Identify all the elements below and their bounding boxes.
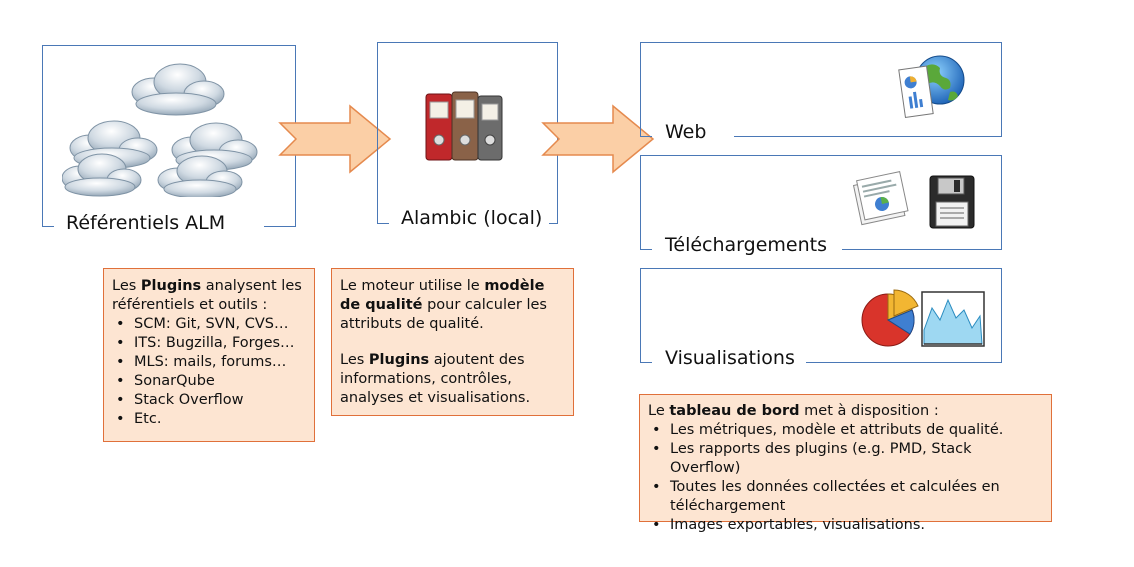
note-bold-text: Plugins (140, 278, 202, 294)
note-text: met à disposition : (799, 403, 939, 419)
list-item: ITS: Bugzilla, Forges… (112, 334, 306, 353)
box-border (42, 226, 54, 227)
list-item: SCM: Git, SVN, CVS… (112, 315, 306, 334)
pie-line-chart-icon (861, 289, 985, 347)
box-border (640, 136, 652, 137)
box-border (734, 136, 1002, 137)
engine-note: Le moteur utilise le modèle de qualité p… (331, 268, 574, 416)
note-text: ajoutent des informations, contrôles, an… (340, 352, 531, 406)
alm-label: Référentiels ALM (66, 212, 226, 234)
engine-note-p1: Le moteur utilise le modèle de qualité p… (340, 277, 565, 334)
dashboard-note-intro: Le tableau de bord met à disposition : (648, 402, 1043, 421)
box-border (264, 226, 296, 227)
note-text: Les (112, 278, 141, 294)
dashboard-list: Les métriques, modèle et attributs de qu… (648, 421, 1043, 535)
note-text: pour calculer les attributs de qualité. (340, 297, 547, 332)
plugins-list: SCM: Git, SVN, CVS… ITS: Bugzilla, Forge… (112, 315, 306, 429)
box-border (640, 155, 641, 250)
box-border (640, 362, 652, 363)
list-item: Etc. (112, 410, 306, 429)
list-item: Stack Overflow (112, 391, 306, 410)
alambic-label: Alambic (local) (401, 207, 543, 229)
box-border (377, 223, 389, 224)
note-text: Le (648, 403, 670, 419)
note-text: Les (340, 352, 369, 368)
box-border (842, 249, 1002, 250)
downloads-label: Téléchargements (665, 234, 827, 256)
list-item: MLS: mails, forums… (112, 353, 306, 372)
dashboard-note: Le tableau de bord met à disposition : L… (639, 394, 1052, 535)
note-text: Le moteur utilise le (340, 278, 485, 294)
flow-arrow (278, 104, 392, 174)
note-bold-text: tableau de bord (669, 403, 800, 419)
list-item: Les métriques, modèle et attributs de qu… (648, 421, 1043, 440)
list-item: Images exportables, visualisations. (648, 516, 1043, 535)
box-border (640, 268, 1002, 269)
note-text: analysent les référentiels et outils : (112, 278, 302, 313)
note-bold-text: modèle de qualité (340, 278, 545, 313)
binders-icon (425, 91, 503, 161)
visualisations-label: Visualisations (665, 347, 795, 369)
box-border (640, 42, 641, 137)
plugins-note-intro: Les Plugins analysent les référentiels e… (112, 277, 306, 315)
list-item: Toutes les données collectées et calculé… (648, 478, 1043, 516)
web-label: Web (665, 121, 707, 143)
box-border (640, 42, 1002, 43)
box-border (377, 42, 378, 224)
globe-document-icon (898, 55, 965, 119)
box-border (806, 362, 1002, 363)
list-item: Les rapports des plugins (e.g. PMD, Stac… (648, 440, 1043, 478)
box-border (1001, 155, 1002, 250)
flow-arrow (541, 104, 655, 174)
box-border (640, 249, 652, 250)
engine-note-p2: Les Plugins ajoutent des informations, c… (340, 351, 565, 408)
box-border (1001, 268, 1002, 363)
list-item: SonarQube (112, 372, 306, 391)
box-border (377, 42, 558, 43)
box-border (640, 155, 1002, 156)
box-border (1001, 42, 1002, 137)
plugins-note: Les Plugins analysent les référentiels e… (103, 268, 315, 442)
clouds-icon (62, 63, 258, 197)
box-border (640, 268, 641, 363)
box-border (549, 223, 558, 224)
note-bold-text: Plugins (368, 352, 430, 368)
box-border (42, 45, 296, 46)
box-border (42, 45, 43, 227)
documents-floppy-icon (852, 171, 975, 229)
